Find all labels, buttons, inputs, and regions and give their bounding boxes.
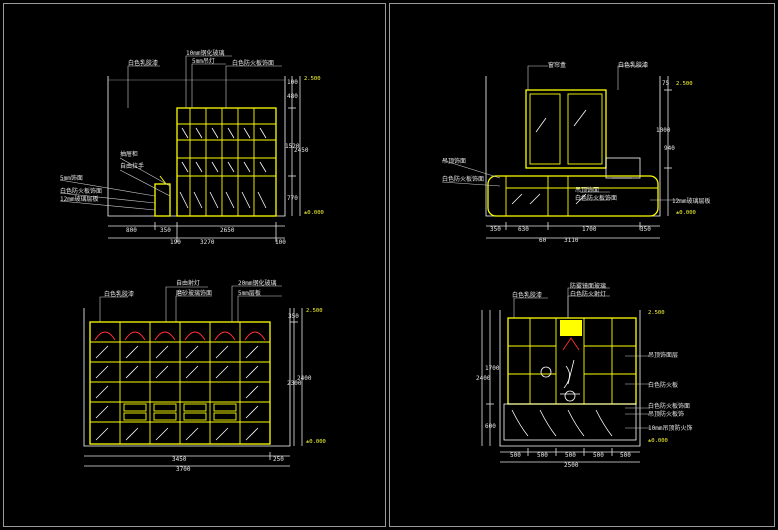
note-r1-d: 吊顶饰面层 <box>648 351 678 359</box>
dim-a-bottom-2: 2650 <box>220 227 235 234</box>
dim-d-bottom-4: 500 <box>620 452 631 459</box>
dim-b-total-1: 3110 <box>564 237 579 244</box>
elevation-b: 窗帘盒 白色乳胶漆 吊顶饰面 白色防火板饰面 吊顶饰面 白色防火板饰面 12mm… <box>441 61 710 244</box>
note-glass-c: 20mm钢化玻璃 <box>238 279 276 287</box>
dim-c-bottom-1: 250 <box>273 456 284 463</box>
note-top1-d: 防雾镜面玻璃 <box>570 282 606 290</box>
dim-c-right-1: 2300 <box>287 380 302 387</box>
note-light-c: 自由射灯 <box>176 279 200 287</box>
dim-c-bottom-0: 3450 <box>172 456 187 463</box>
note-l2-b: 白色防火板饰面 <box>442 175 484 183</box>
dim-a-right-2: 1520 <box>285 143 300 150</box>
dim-c-right-2: 2400 <box>297 375 312 382</box>
dim-a-right-0: 100 <box>287 79 298 86</box>
note-r1-b: 吊顶饰面 <box>575 186 599 194</box>
elevation-a: 白色乳胶漆 10mm钢化玻璃 5mm吊灯 白色防火板饰面 抽屉柜 自由拉手 5m… <box>59 49 324 246</box>
level-d-bot: ±0.000 <box>648 438 668 444</box>
dim-d-bottom-2: 500 <box>565 452 576 459</box>
dim-d-bottom-3: 500 <box>593 452 604 459</box>
note-side2-a: 12mm玻璃层板 <box>60 195 98 203</box>
dim-a-total-0: 190 <box>170 239 181 246</box>
dim-b-bottom-2: 1700 <box>582 226 597 233</box>
note-r4-d: 吊顶防火板饰 <box>648 410 684 418</box>
dim-d-bottom-0: 500 <box>510 452 521 459</box>
note-r3-b: 12mm玻璃层板 <box>672 197 710 205</box>
dim-d-total-0: 2500 <box>564 462 579 469</box>
dim-a-right-4: 770 <box>287 195 298 202</box>
note-shelf-c: 5mm层板 <box>238 289 261 297</box>
dim-d-left-1: 2400 <box>476 375 491 382</box>
note-side1-a: 白色防火板饰面 <box>60 187 102 195</box>
note-r2-b: 白色防火板饰面 <box>575 194 617 202</box>
note-top2-d: 白色防火射灯 <box>570 290 606 298</box>
elevation-c: 白色乳胶漆 自由射灯 磨砂玻璃饰面 20mm钢化玻璃 5mm层板 3450 25… <box>83 279 326 473</box>
dim-b-total-0: 60 <box>539 237 547 244</box>
note-glass-l-c: 磨砂玻璃饰面 <box>176 289 212 297</box>
dim-a-bottom-1: 350 <box>160 227 171 234</box>
level-b-bot: ±0.000 <box>676 210 696 216</box>
note-paint-a: 白色乳胶漆 <box>128 59 158 67</box>
note-r3-d: 白色防火板饰面 <box>648 402 690 410</box>
level-d-top: 2.500 <box>648 310 665 316</box>
dim-c-right-0: 350 <box>288 313 299 320</box>
dim-c-total-0: 3700 <box>176 466 191 473</box>
dim-d-left-2: 600 <box>485 423 496 430</box>
level-c-top: 2.500 <box>306 308 323 314</box>
dim-d-bottom-1: 500 <box>537 452 548 459</box>
dim-a-bottom-0: 800 <box>126 227 137 234</box>
level-c-bot: ±0.000 <box>306 439 326 445</box>
dim-b-right-1: 1000 <box>656 127 671 134</box>
dim-a-total-2: 100 <box>275 239 286 246</box>
drawing-frame-right <box>389 3 775 527</box>
dim-b-right-0: 75 <box>662 80 670 87</box>
note-r2-d: 白色防火板 <box>648 381 678 389</box>
elevation-d: 防雾镜面玻璃 白色防火射灯 白色乳胶漆 吊顶饰面层 白色防火板 白色防火板饰面 … <box>476 282 692 469</box>
note-l1-b: 吊顶饰面 <box>442 157 466 165</box>
note-curtain-b: 窗帘盒 <box>548 61 566 69</box>
level-a-bot: ±0.000 <box>304 210 324 216</box>
note-board-a: 5mm饰面 <box>60 174 83 182</box>
note-drawer-a: 抽屉柜 <box>120 150 138 158</box>
dim-a-total-1: 3270 <box>200 239 215 246</box>
dim-b-right-2: 940 <box>664 145 675 152</box>
level-b-top: 2.500 <box>676 81 693 87</box>
note-light-a: 5mm吊灯 <box>192 57 215 65</box>
note-handle-a: 自由拉手 <box>120 162 144 170</box>
drawing-frame-left <box>3 3 386 527</box>
dim-b-bottom-1: 630 <box>518 226 529 233</box>
dim-d-left-0: 1700 <box>485 365 500 372</box>
level-a-top: 2.500 <box>304 76 321 82</box>
dim-b-bottom-3: 350 <box>640 226 651 233</box>
note-paint-d: 白色乳胶漆 <box>512 291 542 299</box>
note-paint-c: 白色乳胶漆 <box>104 290 134 298</box>
note-panel-a: 白色防火板饰面 <box>232 59 274 67</box>
note-r5-d: 10mm吊顶防火饰 <box>648 424 692 432</box>
dim-b-bottom-0: 350 <box>490 226 501 233</box>
note-paint-b: 白色乳胶漆 <box>618 61 648 69</box>
dim-a-right-3: 2450 <box>294 147 309 154</box>
dim-a-right-1: 480 <box>287 93 298 100</box>
note-glass-a: 10mm钢化玻璃 <box>186 49 224 57</box>
